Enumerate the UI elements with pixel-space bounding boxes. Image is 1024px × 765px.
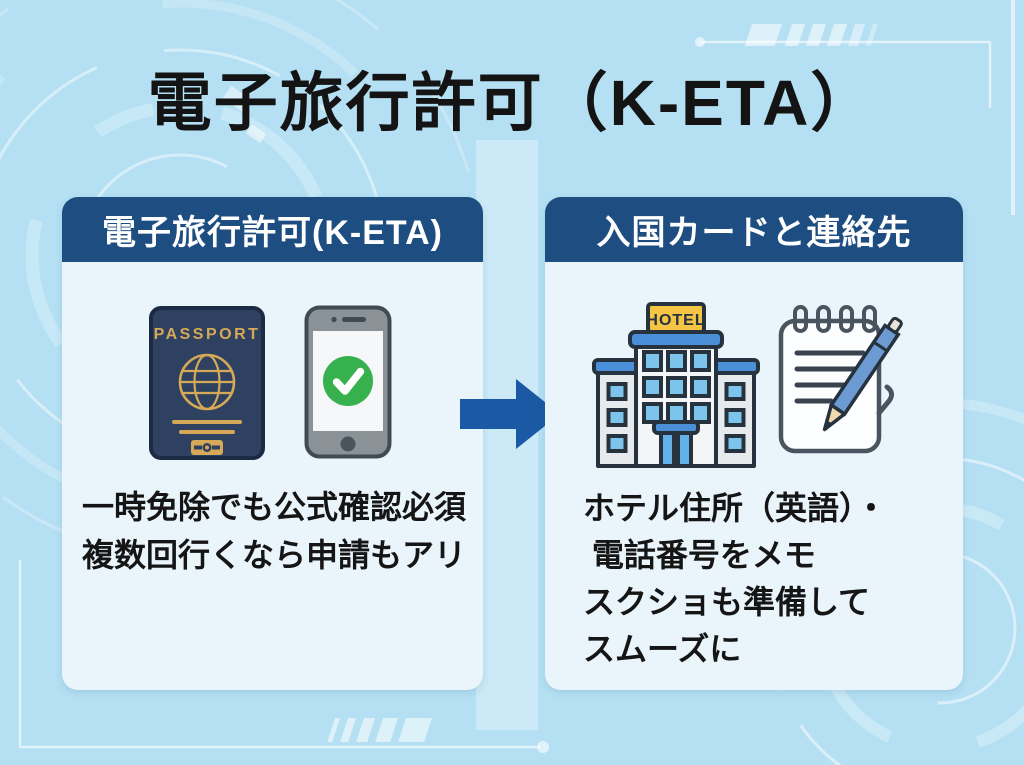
body-line: 電話番号をメモ <box>583 537 816 573</box>
card-keta: 電子旅行許可(K-ETA) PASSPORT <box>62 197 483 690</box>
notepad-pen-icon <box>778 305 903 454</box>
spiral-binding <box>793 305 877 333</box>
floating-bits <box>222 85 267 144</box>
home-button <box>340 436 356 452</box>
globe-icon <box>178 353 236 411</box>
slanted-bars-top-right <box>744 24 878 46</box>
card-contact-body: ホテル住所（英語）・ 電話番号をメモ スクショも準備して スムーズに <box>583 485 959 673</box>
hotel-sign <box>646 302 706 334</box>
pen-icon <box>822 316 903 432</box>
body-line: ホテル住所（英語）・ <box>583 490 888 526</box>
card-contact-header: 入国カードと連絡先 <box>545 197 963 262</box>
passport-icon: PASSPORT <box>149 306 265 460</box>
body-line: 一時免除でも公式確認必須 <box>82 489 467 525</box>
passport-label: PASSPORT <box>154 326 261 343</box>
frame-line-bottom-left <box>18 560 540 749</box>
hotel-windows <box>606 350 746 453</box>
page-title: 電子旅行許可（K-ETA） <box>147 67 877 139</box>
right-arrow-icon <box>460 379 560 449</box>
check-circle-icon <box>323 356 373 406</box>
body-line: 複数回行くなら申請もアリ <box>82 537 467 573</box>
card-keta-header: 電子旅行許可(K-ETA) <box>62 197 483 262</box>
slanted-bars-bottom-left <box>327 718 432 742</box>
smartphone-check-icon <box>304 305 392 459</box>
hotel-sign-label: HOTEL <box>646 312 705 329</box>
biometric-chip-icon <box>191 440 223 455</box>
hotel-door <box>652 420 700 468</box>
body-line: スクショも準備して <box>583 584 871 620</box>
card-keta-body: 一時免除でも公式確認必須 複数回行くなら申請もアリ <box>82 483 478 579</box>
body-line: スムーズに <box>583 631 742 667</box>
card-contact: 入国カードと連絡先 HOTEL <box>545 197 963 690</box>
hotel-icon: HOTEL <box>592 302 760 468</box>
